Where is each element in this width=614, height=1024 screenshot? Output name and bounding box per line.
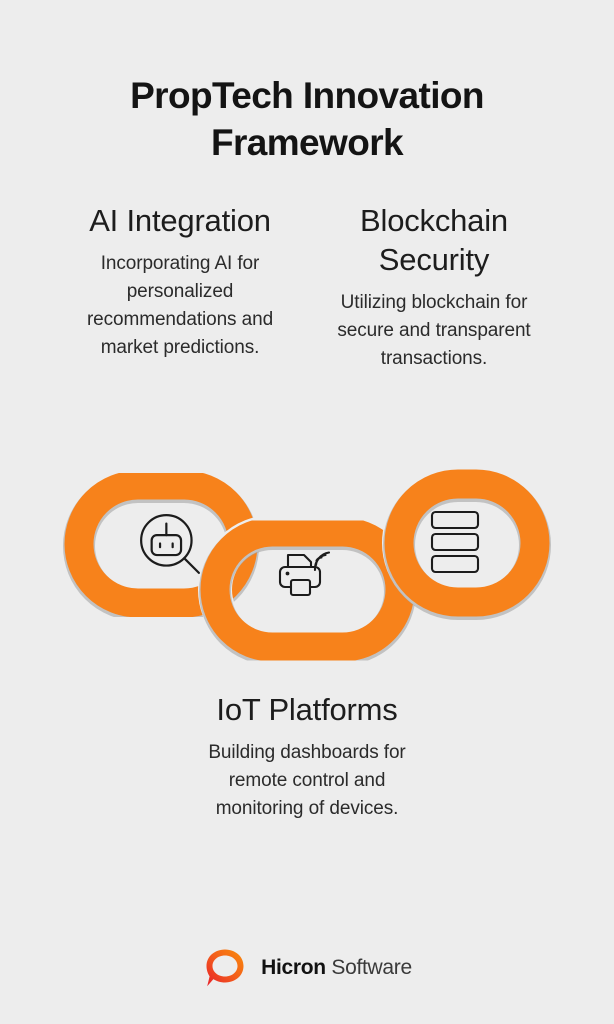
magnifier-handle — [183, 557, 201, 575]
link-blockchain-band — [384, 469, 550, 617]
brand-wordmark: Hicron Software — [261, 956, 412, 980]
block-1 — [430, 510, 480, 530]
robot-magnifier-icon — [140, 514, 201, 575]
chain-graphic — [0, 462, 614, 662]
printer-output-tray — [289, 578, 312, 597]
pillar-ai-integration: AI Integration Incorporating AI for pers… — [69, 201, 291, 362]
pillar-body-blockchain: Utilizing blockchain for secure and tran… — [337, 291, 531, 370]
wifi-arc-inner — [315, 556, 323, 562]
block-2 — [430, 532, 480, 552]
footer-branding: Hicron Software — [0, 945, 614, 991]
stacked-blocks-icon — [430, 510, 480, 574]
top-pillars: AI Integration Incorporating AI for pers… — [0, 201, 614, 373]
pillar-heading-iot: IoT Platforms — [216, 692, 398, 727]
chain-link-blockchain — [383, 469, 551, 620]
printer-paper — [286, 553, 313, 569]
brand-name-suffix: Software — [331, 956, 412, 979]
page-title: PropTech Innovation Framework — [130, 75, 484, 164]
magnifier-lens — [140, 514, 193, 567]
pillar-heading-ai: AI Integration — [89, 202, 271, 238]
robot-head — [150, 533, 183, 557]
printer-indicator — [285, 571, 290, 576]
pillar-iot-platforms: IoT Platforms Building dashboards for re… — [0, 690, 614, 823]
chain-links-svg — [63, 469, 551, 662]
pillar-heading-blockchain: Blockchain Security — [360, 202, 508, 277]
block-3 — [430, 554, 480, 574]
pillar-body-ai: Incorporating AI for personalized recomm… — [86, 252, 274, 359]
wireless-printer-icon — [278, 551, 331, 597]
logo-ring-shape — [206, 949, 244, 987]
hicron-speech-bubble-logo — [206, 949, 244, 987]
pillar-body-iot: Building dashboards for remote control a… — [208, 742, 406, 820]
brand-name-bold: Hicron — [261, 956, 326, 979]
pillar-blockchain-security: Blockchain Security Utilizing blockchain… — [323, 201, 545, 373]
